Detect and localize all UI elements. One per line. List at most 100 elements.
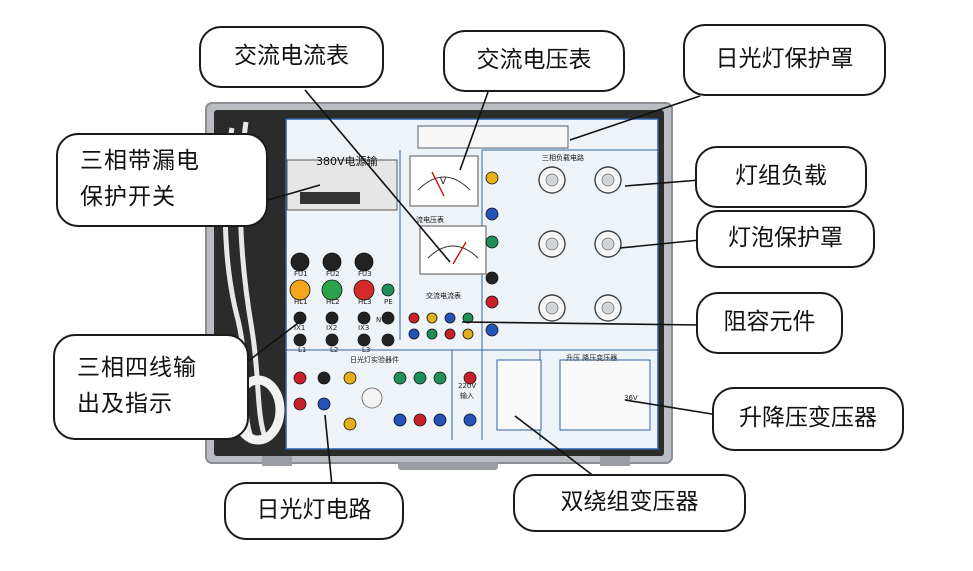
panel-socket-23 [426, 312, 438, 324]
ammeter-arc [427, 245, 479, 259]
callout-rc-components-text: 阻容元件 [723, 309, 816, 336]
panel-socket-1 [290, 252, 310, 272]
case-latch-right [600, 456, 630, 466]
voltmeter-needle [431, 171, 445, 197]
panel-socket-2 [322, 252, 342, 272]
panel-socket-22 [408, 312, 420, 324]
voltmeter-unit: V [440, 177, 447, 187]
fuse-label-1: FU1 [294, 270, 308, 278]
panel-socket-36 [393, 371, 407, 385]
terminal-label-1: IX1 [294, 324, 305, 332]
panel-socket-31 [317, 371, 331, 385]
panel-socket-21 [485, 323, 499, 337]
ammeter-dial [419, 225, 487, 275]
panel-socket-39 [393, 413, 407, 427]
case-handle [398, 462, 498, 470]
indicator-label-3: HL3 [358, 298, 372, 306]
callout-leakage-switch-text: 三相带漏电 保护开关 [80, 148, 200, 210]
panel-socket-10 [357, 311, 371, 325]
panel-socket-4 [289, 279, 311, 301]
panel-socket-19 [485, 271, 499, 285]
callout-ac-ammeter: 交流电流表 [199, 26, 384, 88]
leader-rc-components [461, 321, 701, 326]
callout-three-phase-output: 三相四线输 出及指示 [53, 334, 249, 440]
panel-socket-24 [444, 312, 456, 324]
case-latch-left [262, 456, 292, 466]
panel-socket-40 [413, 413, 427, 427]
panel-socket-37 [413, 371, 427, 385]
panel-socket-26 [408, 328, 420, 340]
panel-socket-5 [321, 279, 343, 301]
lamp-bulb-core-4 [601, 237, 615, 251]
fluorescent-cover [417, 125, 569, 149]
panel-socket-28 [444, 328, 456, 340]
callout-rc-components: 阻容元件 [696, 292, 843, 354]
fluorescent-section-label: 日光灯实验器件 [350, 355, 399, 364]
leader-fluorescent-circuit [324, 414, 333, 487]
terminal-label-3: IX3 [358, 324, 369, 332]
lamp-bulb-core-3 [545, 237, 559, 251]
panel-socket-35 [343, 417, 357, 431]
callout-fluorescent-circuit-text: 日光灯电路 [256, 497, 372, 524]
callout-double-winding: 双绕组变压器 [513, 474, 746, 532]
lamp-bulb-core-5 [545, 301, 559, 315]
callout-leakage-switch: 三相带漏电 保护开关 [56, 133, 268, 227]
voltmeter-dial [409, 155, 479, 207]
voltmeter-title: 流电压表 [416, 215, 444, 224]
callout-ac-voltmeter-text: 交流电压表 [476, 47, 592, 74]
line-label-1: L1 [298, 346, 306, 354]
indicator-label-2: HL2 [326, 298, 340, 306]
callout-step-transformer-text: 升降压变压器 [739, 405, 877, 432]
line-label-2: L2 [330, 346, 338, 354]
lamp-bulb-core-2 [601, 173, 615, 187]
panel-socket-8 [293, 311, 307, 325]
panel-socket-34 [317, 397, 331, 411]
lamp-bulb-core-1 [545, 173, 559, 187]
callout-double-winding-text: 双绕组变压器 [560, 489, 699, 516]
panel-socket-13 [325, 333, 339, 347]
panel-socket-3 [354, 252, 374, 272]
callout-lamp-load-text: 灯组负载 [735, 163, 827, 190]
callout-fluorescent-cover-text: 日光灯保护罩 [715, 46, 854, 73]
panel-socket-20 [485, 295, 499, 309]
indicator-label-pe: PE [384, 298, 393, 306]
callout-bulb-cover: 灯泡保护罩 [696, 210, 875, 268]
panel-socket-25 [462, 312, 474, 324]
step-transformer-box [559, 359, 651, 431]
lamp-bulbs [538, 166, 622, 322]
fluorescent-starter [361, 387, 383, 409]
transformer-section-label: 升压 降压变压器 [566, 353, 617, 362]
input-label: 输入 [460, 391, 474, 400]
voltmeter-arc [417, 176, 471, 191]
callout-fluorescent-circuit: 日光灯电路 [224, 482, 404, 540]
leader-fluorescent-cover [569, 95, 701, 141]
leader-bulb-cover [619, 239, 701, 249]
panel-socket-15 [381, 333, 395, 347]
callout-bulb-cover-text: 灯泡保护罩 [728, 225, 843, 252]
terminal-label-2: IX2 [326, 324, 337, 332]
callout-ac-ammeter-text: 交流电流表 [234, 43, 349, 70]
panel-socket-12 [293, 333, 307, 347]
fuse-label-2: FU2 [326, 270, 340, 278]
panel-socket-32 [343, 371, 357, 385]
leader-ac-voltmeter [459, 91, 489, 171]
panel-socket-11 [381, 311, 395, 325]
callout-fluorescent-cover: 日光灯保护罩 [683, 24, 886, 96]
panel-socket-27 [426, 328, 438, 340]
voltage-220-label: 220V [458, 382, 476, 390]
callout-three-phase-output-text: 三相四线输 出及指示 [77, 355, 197, 417]
panel-socket-30 [293, 371, 307, 385]
panel-socket-9 [325, 311, 339, 325]
callout-ac-voltmeter: 交流电压表 [443, 30, 625, 92]
panel-socket-16 [485, 171, 499, 185]
callout-step-transformer: 升降压变压器 [712, 387, 904, 451]
panel-socket-17 [485, 207, 499, 221]
terminal-label-n: N [376, 316, 381, 324]
panel-socket-29 [462, 328, 474, 340]
panel-socket-18 [485, 235, 499, 249]
leader-leakage-switch [267, 184, 321, 201]
load-title: 三相负载电路 [542, 153, 584, 162]
panel-socket-33 [293, 397, 307, 411]
